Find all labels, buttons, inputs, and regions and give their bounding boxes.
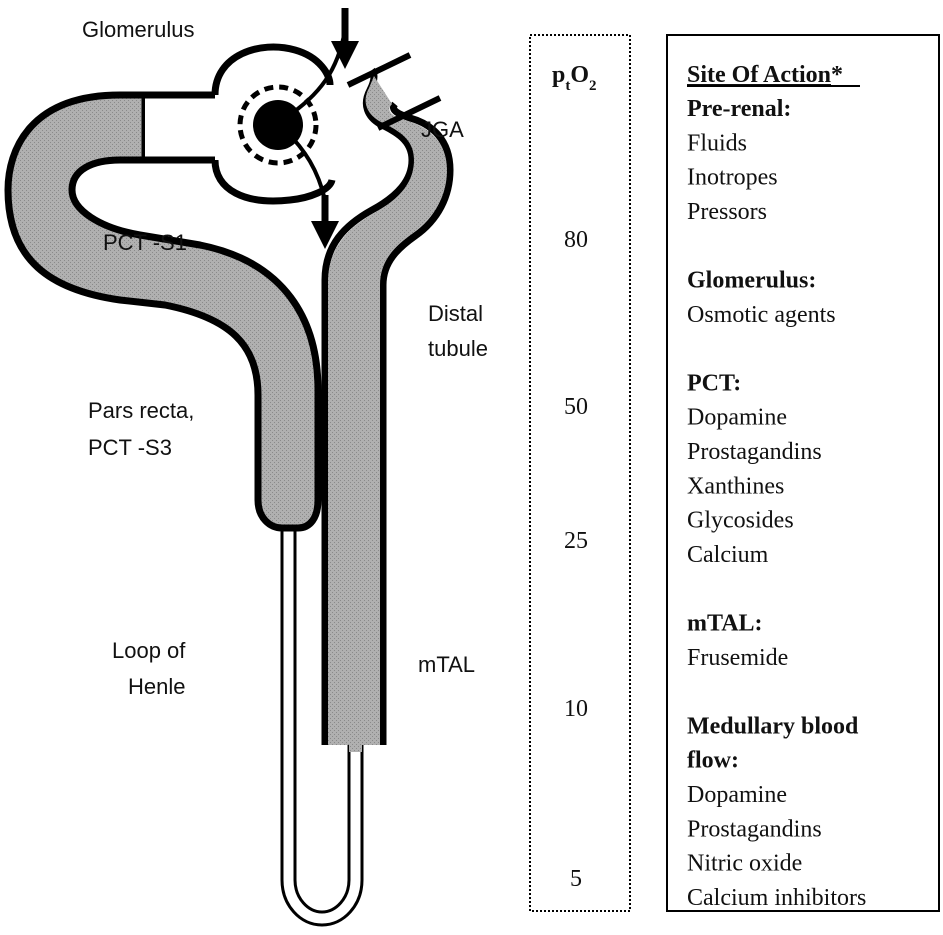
pto2-value-80: 80 — [564, 227, 588, 253]
label-loop-2: Henle — [128, 674, 185, 699]
site-of-action-list: Pre-renal: FluidsInotropesPressorsGlomeru… — [687, 96, 866, 911]
site-of-action-item: Glycosides — [687, 508, 794, 534]
site-of-action-item: Pressors — [687, 199, 767, 225]
site-of-action-item: Xanthines — [687, 473, 784, 499]
site-of-action-item: Calcium — [687, 542, 769, 568]
arteriole-line-1 — [348, 55, 410, 85]
pto2-value-50: 50 — [564, 394, 588, 420]
pto2-box — [530, 35, 630, 911]
site-of-action-item: Inotropes — [687, 165, 778, 191]
site-of-action-item: Prostagandins — [687, 816, 822, 842]
site-of-action-heading: mTAL: — [687, 611, 763, 637]
site-of-action-heading: Glomerulus: — [687, 268, 816, 294]
pto2-value-25: 25 — [564, 528, 588, 554]
site-of-action-item: Calcium inhibitors — [687, 885, 866, 911]
site-of-action-title: Site Of Action* — [687, 62, 843, 88]
pto2-column: ptO2 80 50 25 10 5 — [530, 35, 630, 911]
label-loop-1: Loop of — [112, 638, 186, 663]
site-of-action-item: Osmotic agents — [687, 302, 836, 328]
label-pct-s1: PCT -S1 — [103, 230, 187, 255]
label-jga: JGA — [421, 117, 464, 142]
site-of-action-heading: Medullary blood — [687, 713, 859, 739]
site-of-action-panel: Site Of Action* Pre-renal: FluidsInotrope… — [667, 35, 939, 911]
site-of-action-heading: PCT: — [687, 370, 741, 396]
bowmans-capsule — [215, 47, 332, 201]
label-glomerulus: Glomerulus — [82, 17, 194, 42]
label-pars-recta-2: PCT -S3 — [88, 435, 172, 460]
pto2-header: ptO2 — [552, 62, 597, 94]
label-distal-2: tubule — [428, 336, 488, 361]
site-of-action-heading: Pre-renal: — [687, 96, 791, 122]
site-of-action-item: Dopamine — [687, 782, 787, 808]
site-of-action-item: Frusemide — [687, 645, 788, 671]
pto2-value-5: 5 — [570, 866, 582, 892]
site-of-action-item: Prostagandins — [687, 439, 822, 465]
site-of-action-item: Dopamine — [687, 405, 787, 431]
pto2-value-10: 10 — [564, 696, 588, 722]
afferent-arteriole — [285, 30, 345, 118]
site-of-action-item: Nitric oxide — [687, 851, 802, 877]
site-of-action-item: Fluids — [687, 130, 747, 156]
site-of-action-heading: flow: — [687, 748, 739, 774]
distal-tubule — [320, 69, 450, 752]
label-pars-recta-1: Pars recta, — [88, 398, 194, 423]
label-distal-1: Distal — [428, 301, 483, 326]
label-mtal: mTAL — [418, 652, 475, 677]
